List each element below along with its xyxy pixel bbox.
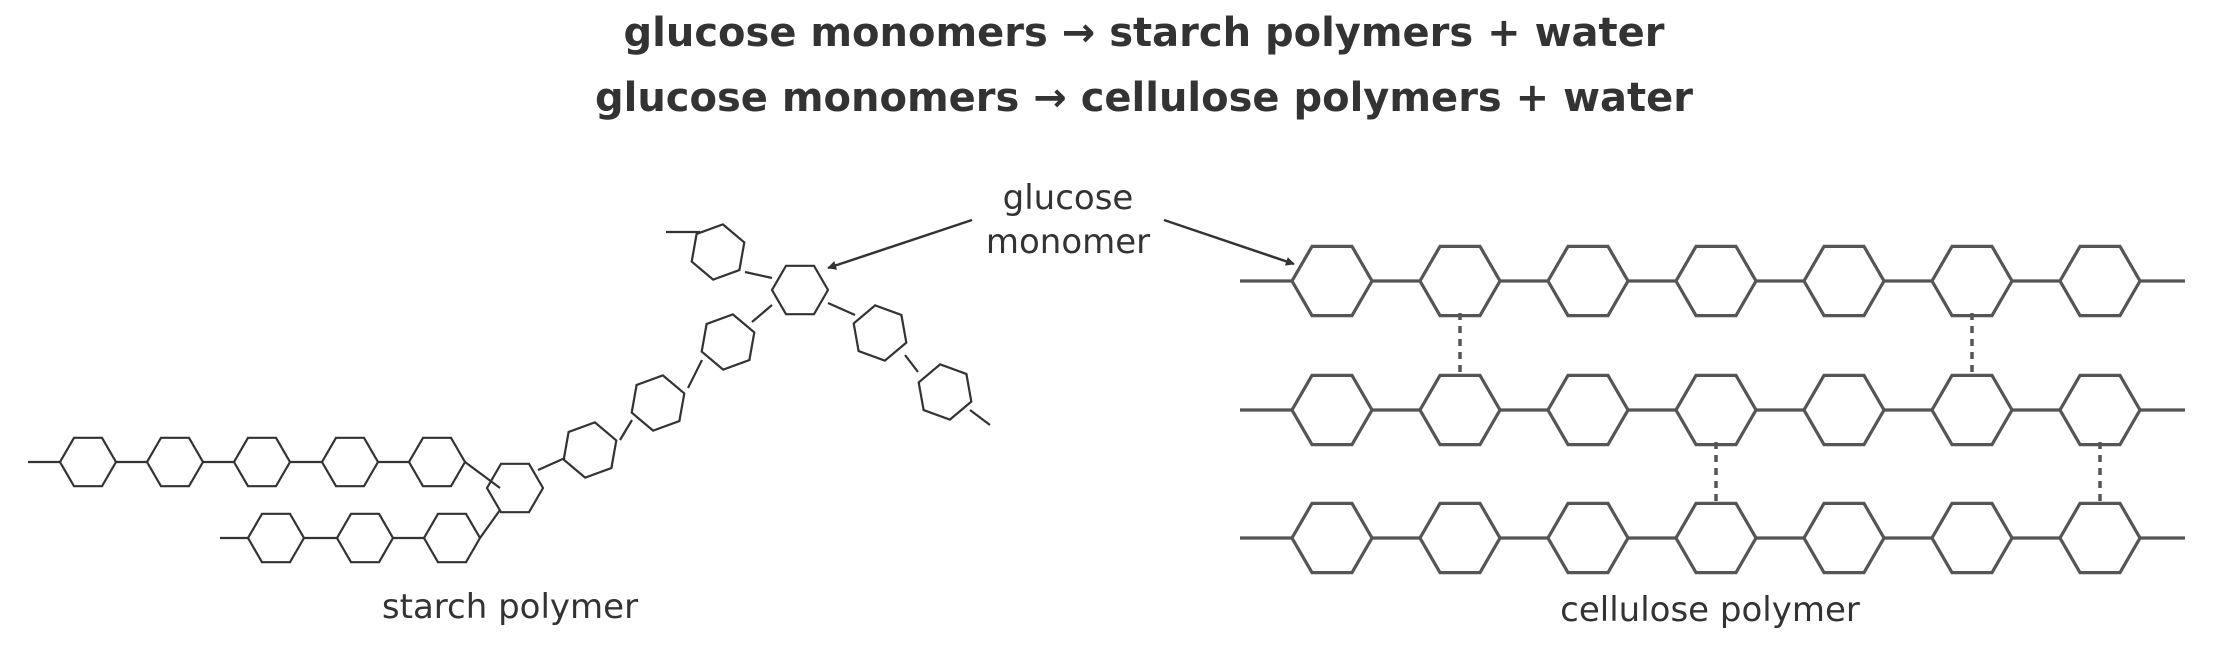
glucose-ring xyxy=(1290,373,1374,447)
glucose-ring xyxy=(1674,501,1758,575)
cellulose-polymer-label: cellulose polymer xyxy=(1560,590,1860,630)
glucose-ring xyxy=(1418,244,1502,318)
glycosidic-bond xyxy=(751,304,773,323)
glycosidic-bond xyxy=(537,456,566,472)
glucose-ring xyxy=(145,436,205,488)
equation-cellulose: glucose monomers → cellulose polymers + … xyxy=(594,75,1694,121)
glycosidic-bond xyxy=(827,301,856,317)
label-arrows xyxy=(827,218,1295,270)
glucose-ring xyxy=(2058,373,2142,447)
glycosidic-bond xyxy=(687,359,703,389)
glycosidic-bond xyxy=(904,354,919,373)
glucose-ring xyxy=(2058,244,2142,318)
glucose-ring xyxy=(1802,501,1886,575)
glucose-monomer-label-line2: monomer xyxy=(985,222,1151,262)
glucose-ring xyxy=(1674,373,1758,447)
glucose-monomer-label-line1: glucose xyxy=(1002,178,1134,218)
glucose-ring xyxy=(1802,244,1886,318)
glucose-ring xyxy=(1674,244,1758,318)
starch-polymer-structure xyxy=(28,223,991,564)
glucose-ring xyxy=(1930,373,2014,447)
glucose-ring xyxy=(852,304,908,362)
glucose-ring xyxy=(320,436,380,488)
glucose-ring xyxy=(485,462,545,514)
glycosidic-bond xyxy=(479,509,501,539)
glucose-ring xyxy=(700,313,756,371)
glucose-ring xyxy=(1930,501,2014,575)
starch-polymer-label: starch polymer xyxy=(381,587,639,627)
glucose-ring xyxy=(562,421,618,479)
glucose-ring xyxy=(232,436,292,488)
glucose-ring xyxy=(1546,244,1630,318)
glucose-ring xyxy=(1418,501,1502,575)
glucose-ring xyxy=(246,512,306,564)
glucose-ring xyxy=(2058,501,2142,575)
glucose-ring xyxy=(1546,373,1630,447)
glycosidic-bond xyxy=(464,461,501,489)
glucose-ring xyxy=(1930,244,2014,318)
glucose-ring xyxy=(770,264,830,316)
glucose-ring xyxy=(1418,373,1502,447)
glucose-ring xyxy=(407,436,467,488)
glycosidic-bond xyxy=(969,409,991,426)
glucose-monomer-label: glucose monomer xyxy=(938,176,1198,264)
glucose-ring xyxy=(917,363,973,421)
glycosidic-bond xyxy=(744,270,773,280)
glucose-ring xyxy=(1546,501,1630,575)
cellulose-polymer-structure xyxy=(1240,244,2185,575)
glucose-ring xyxy=(1290,501,1374,575)
glycosidic-bond xyxy=(619,419,633,441)
arrow-to-cellulose-monomer xyxy=(1163,218,1295,266)
glucose-ring xyxy=(335,512,395,564)
glucose-ring xyxy=(690,223,746,281)
glucose-ring xyxy=(422,512,482,564)
glucose-ring xyxy=(1802,373,1886,447)
equation-starch: glucose monomers → starch polymers + wat… xyxy=(623,10,1665,56)
glucose-ring xyxy=(58,436,118,488)
arrow-to-starch-monomer xyxy=(827,218,973,270)
glucose-ring xyxy=(630,374,686,432)
glucose-ring xyxy=(1290,244,1374,318)
